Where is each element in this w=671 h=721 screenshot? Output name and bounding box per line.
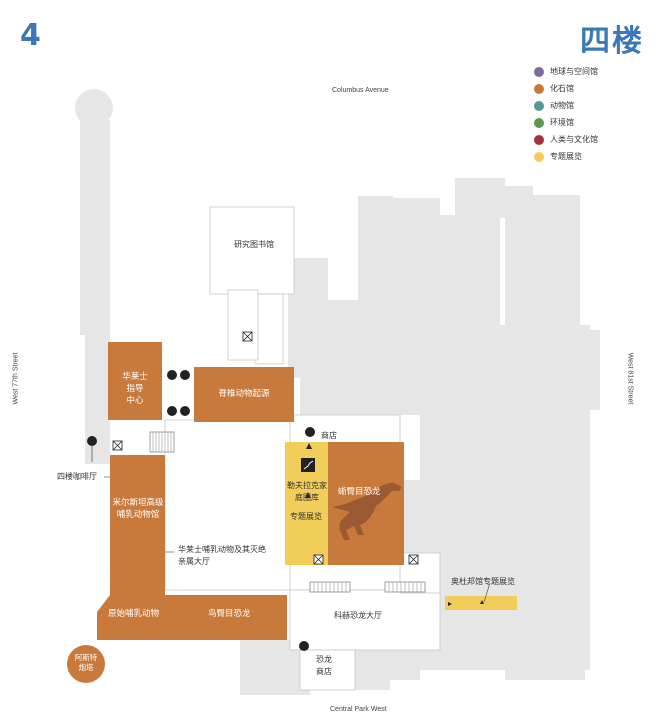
arrow-icon <box>305 443 484 606</box>
street-west: West 77th Street <box>12 352 20 405</box>
cafe-icon <box>87 436 97 446</box>
escalator-icon <box>301 458 315 472</box>
label-research-library: 研究图书馆 <box>234 240 274 249</box>
label-dino-shop: 恐龙商店 <box>316 655 332 676</box>
floor-name: 四楼 <box>580 24 644 59</box>
label-primitive-mammals: 原始哺乳动物 <box>108 609 160 619</box>
label-advanced-mammals: 米尔斯坦高级哺乳动物馆 <box>112 498 164 520</box>
dinosaur-illustration <box>332 482 402 540</box>
label-ornithischian: 鸟臀目恐龙 <box>208 609 251 619</box>
label-wallace-center: 华莱士指导中心 <box>122 372 148 406</box>
street-south: Central Park West <box>330 706 387 713</box>
label-astor-turret: 阿斯特炮塔 <box>74 653 98 672</box>
hall-astor-turret <box>67 645 105 683</box>
legend-item: 地球与空间馆 <box>534 63 598 80</box>
legend-item: 动物馆 <box>534 97 598 114</box>
label-wulf-library: 勒夫拉克家庭图库 <box>287 481 327 502</box>
fossil-halls <box>67 342 404 683</box>
elevator-icon <box>112 331 419 565</box>
legend-item: 化石馆 <box>534 80 598 97</box>
label-vertebrate-origins: 脊椎动物起源 <box>218 389 270 399</box>
legend-swatch <box>534 151 544 162</box>
hall-advanced-mammals <box>110 455 165 595</box>
shop-icon <box>299 427 315 651</box>
hall-wallace-center <box>108 342 162 420</box>
label-wallace-extinct: 华莱士哺乳动物及其灭绝亲属大厅 <box>178 545 266 566</box>
hall-vertebrate-origins <box>194 367 294 422</box>
legend-swatch <box>534 66 544 77</box>
street-east: West 81st Street <box>626 352 634 405</box>
hall-ornithischian <box>165 595 287 640</box>
legend-item: 人类与文化馆 <box>534 131 598 148</box>
label-cafe: 四楼咖啡厅 <box>57 472 97 481</box>
label-odyssey-gallery: 奥杜邦馆专题展览 <box>451 577 515 586</box>
label-special-exhibit: 专题展览 <box>290 512 322 521</box>
legend-swatch <box>534 83 544 94</box>
street-north: Columbus Avenue <box>332 87 389 94</box>
floor-number: 4 <box>20 18 41 53</box>
legend: 地球与空间馆 化石馆 动物馆 环境馆 人类与文化馆 专题展览 <box>534 63 598 165</box>
legend-swatch <box>534 100 544 111</box>
label-orientation-center: 科赫恐龙大厅 <box>334 611 382 620</box>
label-shop: 商店 <box>321 431 337 440</box>
legend-item: 环境馆 <box>534 114 598 131</box>
legend-item: 专题展览 <box>534 148 598 165</box>
legend-swatch <box>534 117 544 128</box>
legend-swatch <box>534 134 544 145</box>
label-saurischian: 蜥臀目恐龙 <box>338 487 381 497</box>
restroom-icon <box>167 370 190 416</box>
